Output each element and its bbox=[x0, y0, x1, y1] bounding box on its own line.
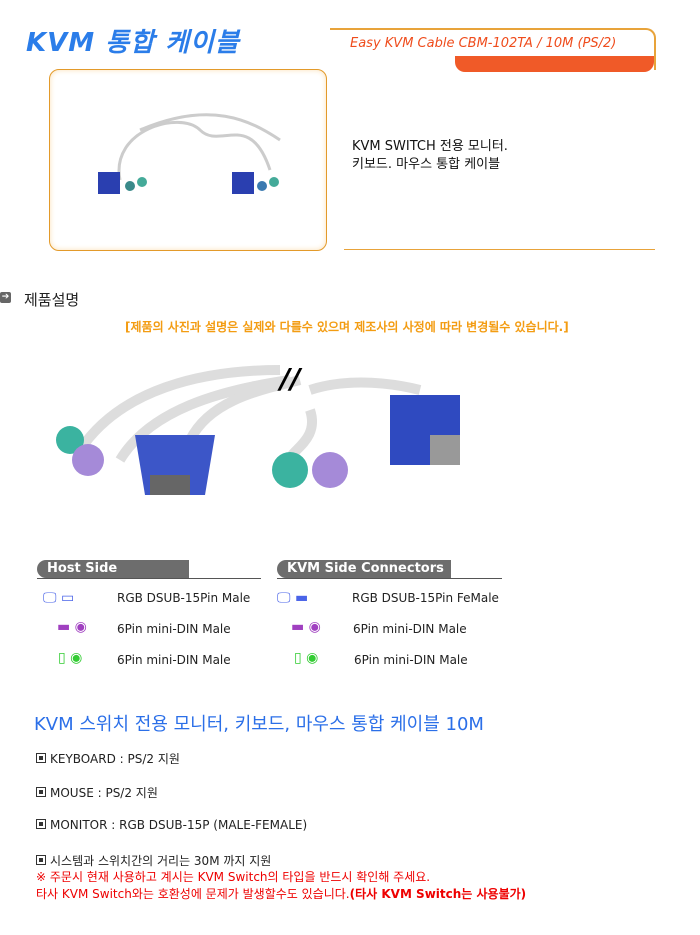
spec-text: KEYBOARD : PS/2 지원 bbox=[50, 752, 180, 766]
notice-text: [제품의 사진과 설명은 실제와 다를수 있으며 제조사의 사정에 따라 변경될… bbox=[125, 320, 569, 334]
cable-image bbox=[98, 113, 281, 194]
kvm-header-label: KVM Side Connectors bbox=[277, 560, 451, 578]
intro-text: KVM SWITCH 전용 모니터. 키보드. 마우스 통합 케이블 bbox=[352, 138, 508, 174]
host-item: 6Pin mini-DIN Male bbox=[117, 622, 231, 636]
intro-line: KVM SWITCH 전용 모니터. bbox=[352, 139, 508, 154]
bullet-icon bbox=[36, 753, 46, 763]
svg-text://: // bbox=[277, 362, 303, 395]
mouse-ps2-icon: ▯ ◉ bbox=[58, 650, 83, 666]
bullet-icon bbox=[36, 855, 46, 865]
divider bbox=[37, 578, 261, 579]
keyboard-ps2-icon: ▬ ◉ bbox=[291, 619, 321, 635]
spec-item: MONITOR : RGB DSUB-15P (MALE-FEMALE) bbox=[36, 818, 307, 832]
page-title: KVM 통합 케이블 bbox=[26, 28, 240, 58]
headline: KVM 스위치 전용 모니터, 키보드, 마우스 통합 케이블 10M bbox=[34, 714, 484, 735]
warning-text: 타사 KVM Switch와는 호환성에 문제가 발생할수도 있습니다. bbox=[36, 887, 350, 901]
spec-text: 시스템과 스위치간의 거리는 30M 까지 지원 bbox=[50, 854, 272, 868]
model-frame bbox=[330, 28, 656, 70]
kvm-item: 6Pin mini-DIN Male bbox=[354, 653, 468, 667]
arrow-right-icon: ➔ bbox=[0, 292, 11, 303]
bullet-icon bbox=[36, 787, 46, 797]
intro-line: 키보드. 마우스 통합 케이블 bbox=[352, 157, 501, 172]
spec-item: 시스템과 스위치간의 거리는 30M 까지 지원 bbox=[36, 852, 271, 869]
spec-text: MOUSE : PS/2 지원 bbox=[50, 786, 158, 800]
divider bbox=[277, 578, 502, 579]
divider bbox=[344, 249, 655, 250]
bullet-icon bbox=[36, 819, 46, 829]
product-photo bbox=[49, 69, 327, 251]
host-header: Host Side Connectors bbox=[37, 560, 189, 594]
section-title: 제품설명 bbox=[24, 291, 80, 309]
connector-image: // bbox=[56, 362, 460, 495]
host-item: RGB DSUB-15Pin Male bbox=[117, 591, 251, 605]
warning-bold: (타사 KVM Switch는 사용불가) bbox=[349, 887, 527, 901]
monitor-vga-icon: 🖵 ▭ bbox=[43, 590, 75, 606]
kvm-item: RGB DSUB-15Pin FeMale bbox=[352, 591, 499, 605]
kvm-header: KVM Side Connectors bbox=[277, 560, 451, 578]
model-bar bbox=[455, 56, 654, 72]
monitor-vga-icon: 🖵 ▬ bbox=[277, 590, 309, 606]
keyboard-ps2-icon: ▬ ◉ bbox=[57, 619, 87, 635]
kvm-item: 6Pin mini-DIN Male bbox=[353, 622, 467, 636]
mouse-ps2-icon: ▯ ◉ bbox=[294, 650, 319, 666]
model-name: Easy KVM Cable CBM-102TA / 10M (PS/2) bbox=[350, 36, 617, 51]
warning-line: 타사 KVM Switch와는 호환성에 문제가 발생할수도 있습니다.(타사 … bbox=[36, 885, 526, 902]
spec-text: MONITOR : RGB DSUB-15P (MALE-FEMALE) bbox=[50, 818, 308, 832]
spec-item: KEYBOARD : PS/2 지원 bbox=[36, 750, 180, 767]
host-header-label: Host Side Connectors bbox=[37, 560, 189, 594]
warning-line: ※ 주문시 현재 사용하고 계시는 KVM Switch의 타입을 반드시 확인… bbox=[36, 870, 431, 884]
host-item: 6Pin mini-DIN Male bbox=[117, 653, 231, 667]
spec-item: MOUSE : PS/2 지원 bbox=[36, 784, 158, 801]
